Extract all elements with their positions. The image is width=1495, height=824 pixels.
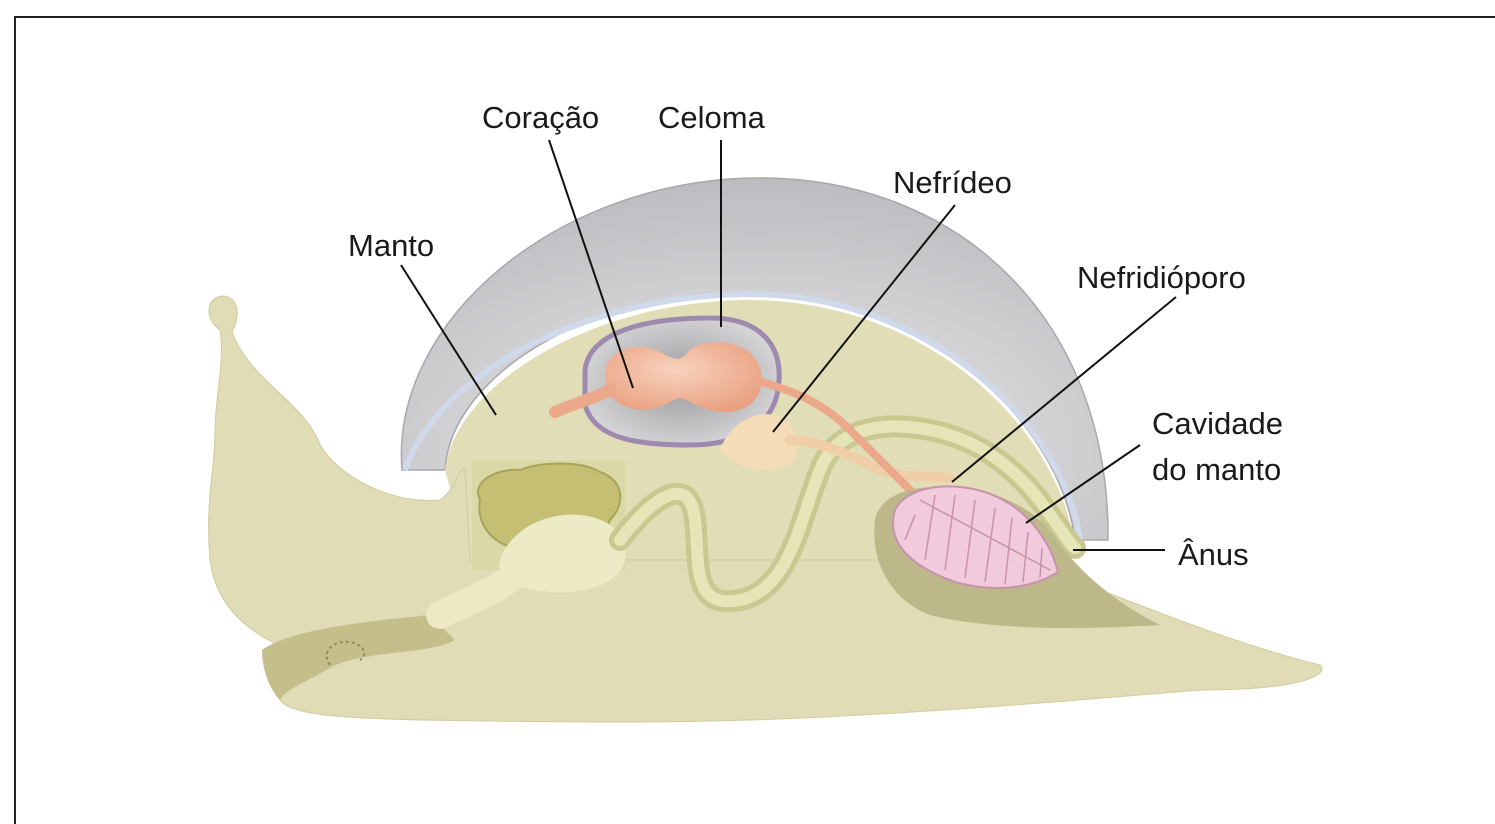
label-nefrideo: Nefrídeo (893, 165, 1012, 200)
label-cavidade-line1: Cavidade (1152, 406, 1283, 441)
label-anus: Ânus (1178, 537, 1249, 572)
label-cavidade-line2: do manto (1152, 452, 1281, 487)
label-celoma: Celoma (658, 100, 766, 135)
label-coracao: Coração (482, 100, 599, 135)
label-manto: Manto (348, 228, 434, 263)
label-nefridioporo: Nefridióporo (1077, 260, 1246, 295)
